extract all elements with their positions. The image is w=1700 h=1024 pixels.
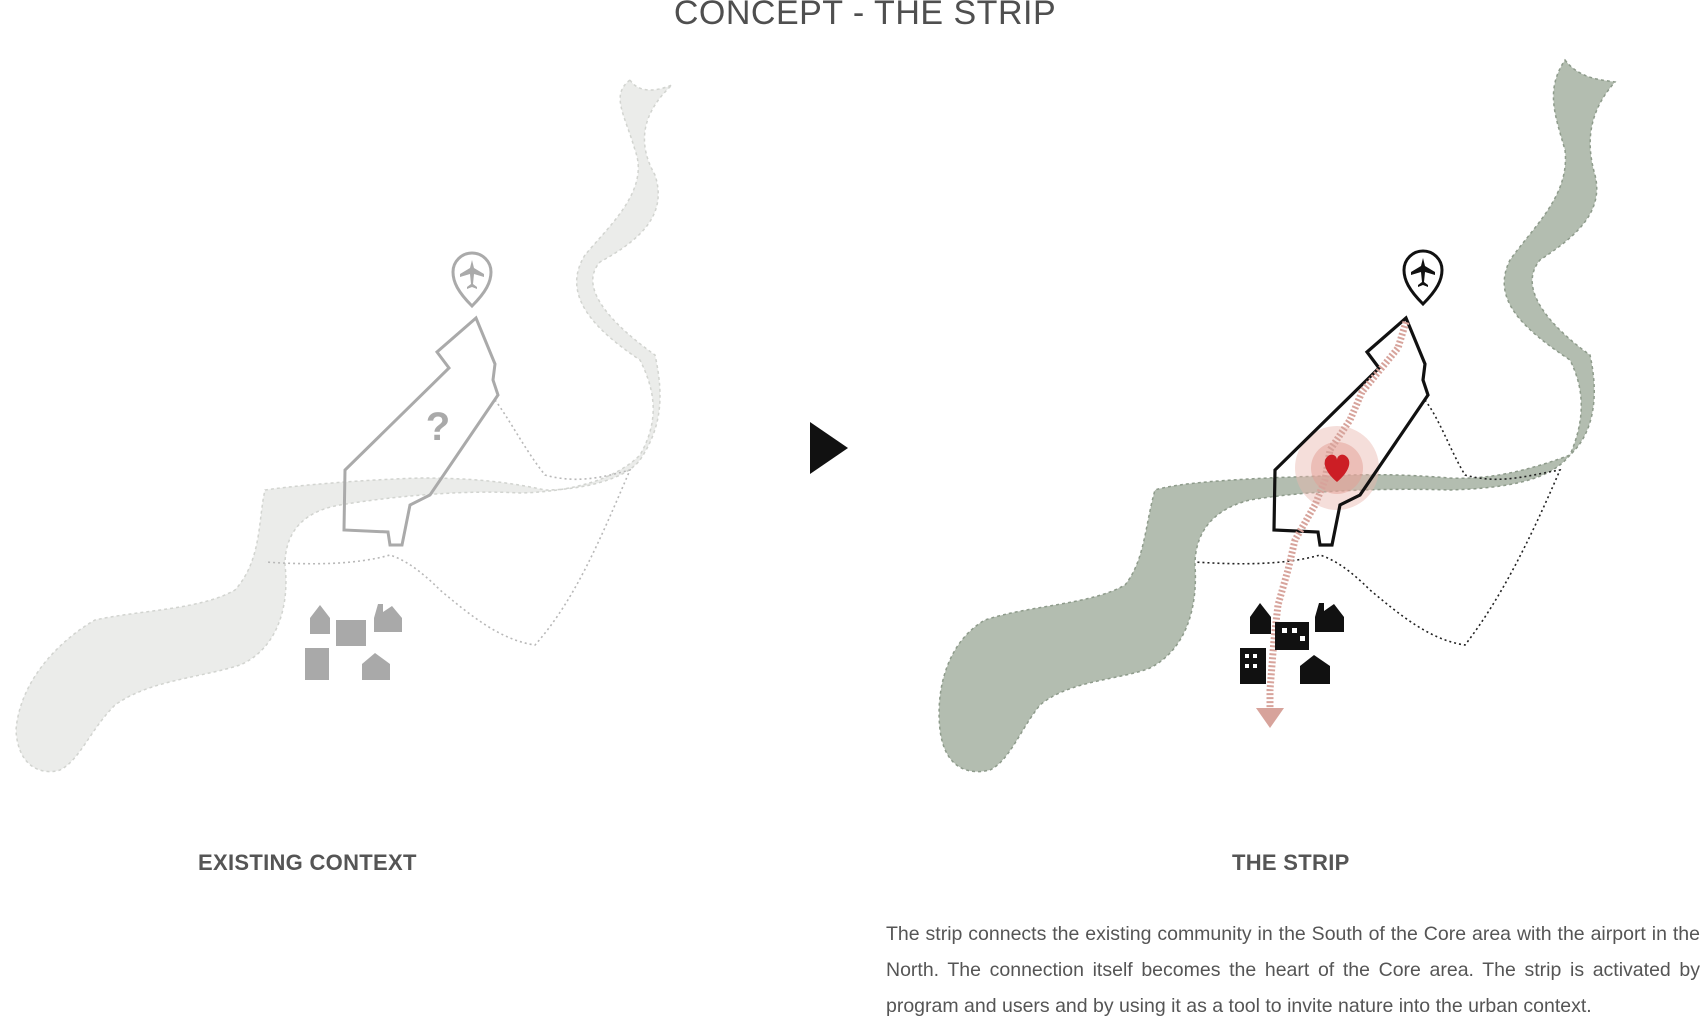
core-area-outline [1272, 315, 1430, 547]
the-strip-diagram [938, 58, 1617, 773]
airport-pin-icon [1402, 249, 1444, 307]
dotted-boundary [264, 399, 632, 646]
community-buildings-icon [305, 604, 402, 680]
the-strip-label: THE STRIP [1232, 850, 1350, 875]
concept-description: The strip connects the existing communit… [886, 923, 1700, 1017]
nature-band [15, 78, 673, 773]
nature-band [938, 58, 1617, 773]
heart-icon [1324, 454, 1350, 482]
question-mark: ? [426, 405, 450, 449]
community-buildings-icon [1240, 603, 1344, 684]
dotted-boundary [1194, 399, 1562, 646]
existing-context-diagram: ? [15, 78, 673, 773]
core-area-outline [342, 315, 500, 547]
transition-arrow-icon [810, 422, 848, 474]
strip-arrowhead-icon [1256, 708, 1284, 728]
strip-path [1266, 320, 1410, 712]
existing-context-label: EXISTING CONTEXT [198, 850, 417, 875]
airport-pin-icon [451, 251, 493, 309]
page-title: CONCEPT - THE STRIP [673, 0, 1057, 32]
